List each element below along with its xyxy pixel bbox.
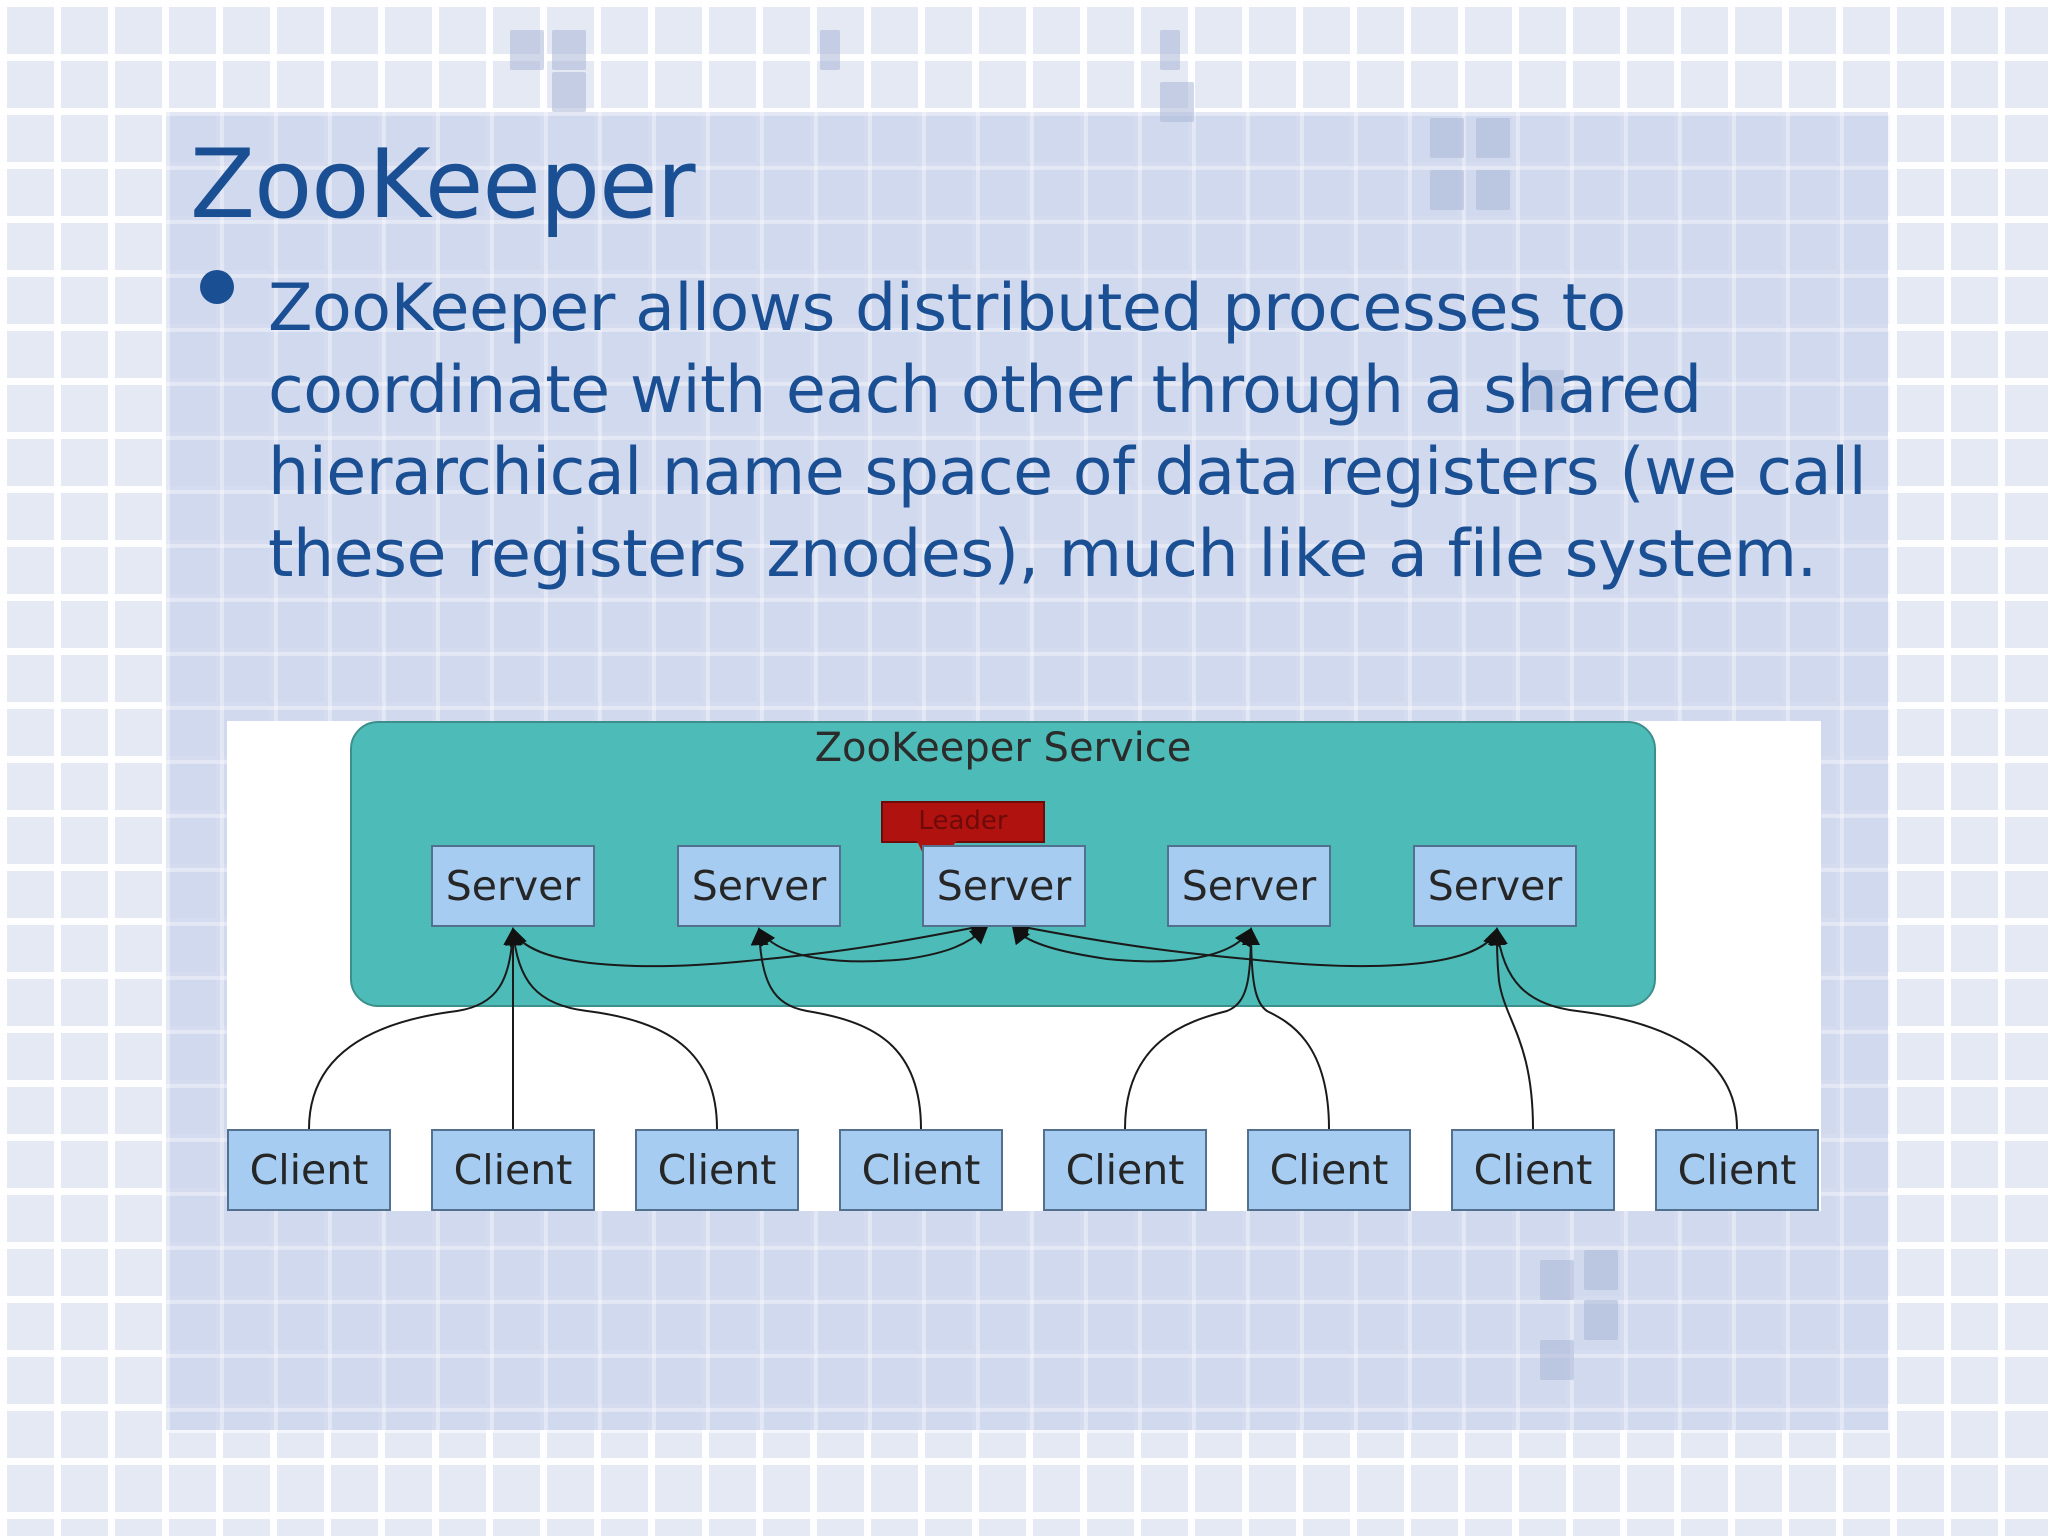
bullet-text: ZooKeeper allows distributed processes t… [268,271,1867,592]
slide-title: ZooKeeper [190,130,696,240]
zookeeper-diagram: ZooKeeper Service Leader Server Server [227,721,1821,1211]
server-box: Server [431,845,595,927]
leader-tag: Leader [881,801,1045,843]
bullet-dot-icon [200,270,234,304]
client-box: Client [227,1129,391,1211]
leader-server-box: Server [922,845,1086,927]
client-box: Client [431,1129,595,1211]
server-box: Server [1413,845,1577,927]
client-box: Client [1043,1129,1207,1211]
client-box: Client [635,1129,799,1211]
server-box: Server [677,845,841,927]
server-box: Server [1167,845,1331,927]
client-box: Client [1247,1129,1411,1211]
service-label: ZooKeeper Service [814,725,1192,771]
connection-lines [308,919,1738,1130]
client-box: Client [1451,1129,1615,1211]
client-box: Client [1655,1129,1819,1211]
client-box: Client [839,1129,1003,1211]
